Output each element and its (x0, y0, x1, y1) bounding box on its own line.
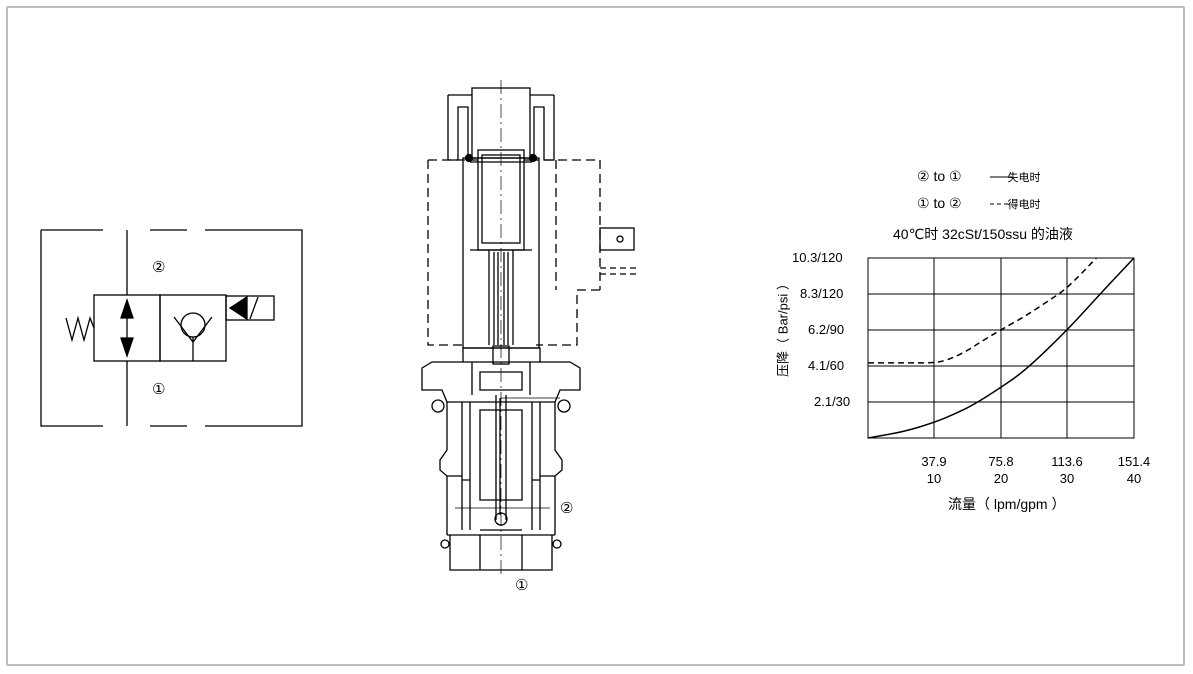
y-tick-label: 6.2/90 (808, 322, 845, 337)
legend-line-1-desc: 失电时 (1007, 172, 1041, 184)
legend-line-1-ports: ② to ① (917, 168, 962, 184)
legend-line-1: ② to ① 失电时 (917, 168, 1040, 185)
y-tick-label: 2.1/30 (814, 394, 851, 409)
x-tick-label-lpm: 151.4 (1117, 454, 1151, 469)
x-tick-label-lpm: 113.6 (1051, 454, 1083, 469)
legend-line-2-ports: ① to ② (917, 195, 962, 211)
series-line-dashed (867, 257, 1097, 364)
legend-line-2-desc: 得电时 (1007, 199, 1041, 211)
x-tick-label-gpm: 40 (1126, 471, 1142, 486)
chart-series-layer (867, 257, 1135, 439)
chart-x-axis-label: 流量（ lpm/gpm ） (948, 496, 1066, 512)
x-tick-label-lpm: 75.8 (988, 454, 1014, 469)
hydraulic-symbol (40, 229, 303, 427)
y-tick-label: 10.3/120 (792, 250, 843, 265)
symbol-port-1-label: ① (152, 381, 166, 398)
y-tick-label: 8.3/120 (800, 286, 844, 301)
x-tick-label-gpm: 10 (926, 471, 942, 486)
figure-frame (6, 6, 1185, 666)
legend-line-2: ① to ② 得电时 (917, 195, 1040, 212)
legend-condition: 40℃时 32cSt/150ssu 的油液 (893, 226, 1073, 242)
valve-cross-section (421, 80, 640, 575)
x-tick-label-gpm: 20 (993, 471, 1009, 486)
x-tick-label-lpm: 37.9 (921, 454, 947, 469)
chart-y-axis-label: 压降（ Bar/psi ） (775, 277, 791, 377)
section-port-1-label: ① (515, 577, 529, 594)
y-tick-label: 4.1/60 (808, 358, 845, 373)
symbol-port-2-label: ② (152, 259, 166, 276)
series-line-solid (867, 257, 1135, 439)
x-tick-label-gpm: 30 (1059, 471, 1075, 486)
chart-grid (867, 257, 1135, 439)
section-port-2-label: ② (560, 500, 574, 517)
